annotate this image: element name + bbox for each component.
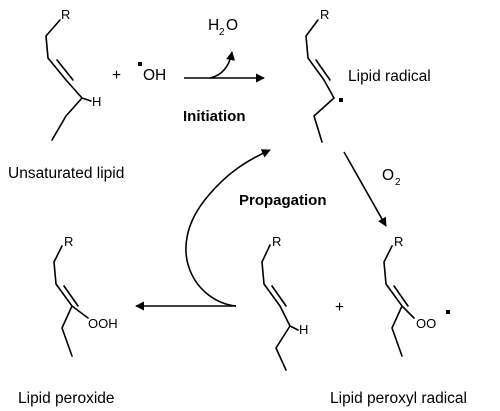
radical-dot-icon	[446, 310, 450, 314]
lipid-peroxide-label: Lipid peroxide	[18, 390, 115, 407]
lipid-peroxyl-radical-label: Lipid peroxyl radical	[330, 390, 467, 407]
plus-sign-propagation: +	[335, 299, 344, 316]
svg-text:2: 2	[395, 177, 401, 188]
r-group-label: R	[320, 7, 329, 22]
radical-dot-icon	[138, 62, 142, 66]
r-group-label: R	[394, 234, 403, 249]
lipid-radical-structure: R	[305, 7, 343, 143]
hydrogen-label: H	[299, 322, 308, 337]
propagation-cycle-arrow	[185, 149, 271, 307]
unsaturated-lipid-second-structure: R H	[261, 234, 308, 371]
oxygen-arrow	[343, 151, 387, 227]
oxygen-label: O 2	[382, 167, 401, 188]
svg-text:H: H	[208, 17, 219, 34]
r-group-label: R	[272, 234, 281, 249]
svg-text:O: O	[382, 167, 394, 184]
peroxyl-label: OO	[416, 316, 436, 331]
r-group-label: R	[61, 7, 70, 22]
initiation-arrow	[184, 51, 265, 83]
hydroxyl-label: OH	[143, 67, 166, 84]
svg-text:2: 2	[219, 27, 225, 38]
hydroxyl-radical: OH	[138, 62, 166, 84]
hydrogen-label: H	[92, 94, 101, 109]
propagation-label: Propagation	[239, 192, 327, 209]
plus-sign-initiation: +	[112, 67, 121, 84]
lipid-peroxyl-radical-structure: R OO	[383, 234, 450, 357]
svg-text:O: O	[226, 17, 238, 34]
radical-dot-icon	[339, 98, 343, 102]
initiation-label: Initiation	[183, 108, 246, 125]
unsaturated-lipid-label: Unsaturated lipid	[8, 165, 124, 182]
water-label: H 2 O	[208, 17, 238, 38]
hydroperoxy-label: OOH	[88, 316, 118, 331]
unsaturated-lipid-structure: R H	[45, 7, 101, 141]
lipid-peroxide-structure: R OOH	[53, 234, 118, 357]
r-group-label: R	[64, 234, 73, 249]
lipid-radical-label: Lipid radical	[348, 68, 431, 85]
